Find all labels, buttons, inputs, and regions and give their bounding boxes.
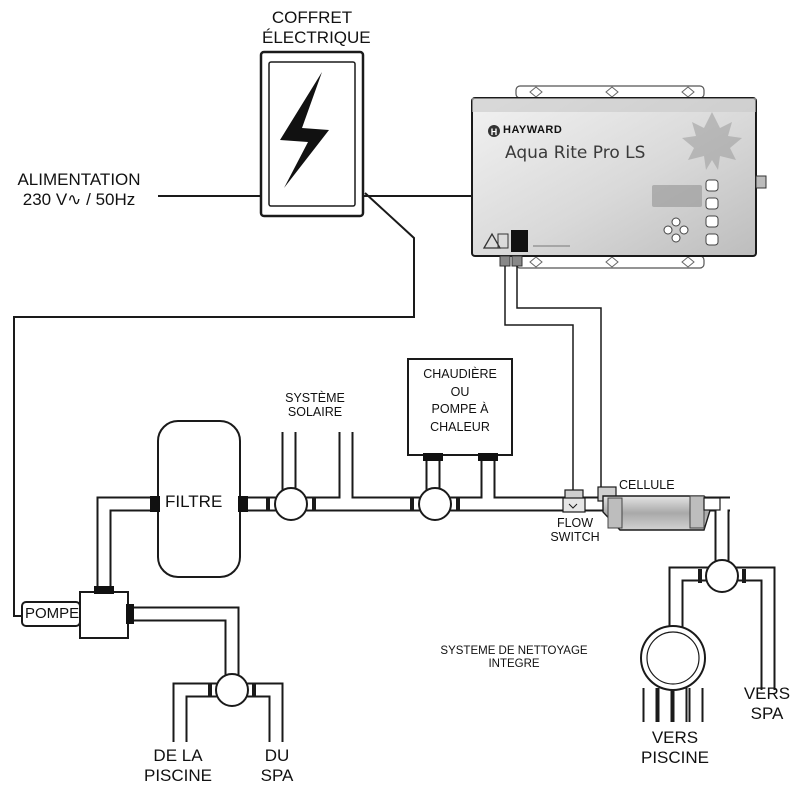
heater-valve bbox=[418, 487, 452, 521]
cleaning-system-label: SYSTEME DE NETTOYAGE INTEGRE bbox=[440, 645, 588, 671]
valves bbox=[215, 487, 739, 707]
heater-box bbox=[407, 358, 513, 461]
flow-switch-label: FLOW SWITCH bbox=[550, 516, 600, 545]
controller-unit: H bbox=[471, 85, 767, 269]
electrical-wires bbox=[13, 192, 472, 617]
svg-text:H: H bbox=[491, 127, 498, 137]
flow-switch bbox=[562, 489, 586, 513]
hayward-logo-icon bbox=[488, 125, 500, 137]
to-pool-label: VERS PISCINE bbox=[640, 728, 710, 767]
cell-label: CELLULE bbox=[619, 478, 675, 492]
electrolysis-cell bbox=[597, 486, 721, 531]
electrical-box-label: COFFRET ÉLECTRIQUE bbox=[262, 8, 371, 47]
heater-label: CHAUDIÈRE OU POMPE À CHALEUR bbox=[423, 367, 497, 434]
pump bbox=[21, 586, 134, 639]
controller-model: Aqua Rite Pro LS bbox=[505, 143, 646, 163]
warning-icon bbox=[482, 232, 502, 249]
solar-valve bbox=[274, 487, 308, 521]
from-spa-label: DU SPA bbox=[260, 746, 294, 785]
cleaning-system bbox=[640, 625, 706, 691]
inlet-valve bbox=[215, 673, 249, 707]
lightning-bolt-icon bbox=[280, 72, 329, 188]
controller-cables bbox=[504, 266, 602, 490]
controller-brand: HAYWARD bbox=[503, 124, 563, 136]
power-switch bbox=[511, 230, 528, 252]
filter-label: FILTRE bbox=[165, 492, 223, 511]
box-to-pump-wire bbox=[13, 192, 415, 617]
electrical-box bbox=[259, 50, 365, 218]
pump-label: POMPE bbox=[25, 605, 80, 622]
power-supply-label: ALIMENTATION 230 V∿ / 50Hz bbox=[17, 170, 141, 209]
return-valve bbox=[705, 559, 739, 593]
solar-label: SYSTÈME SOLAIRE bbox=[285, 391, 345, 420]
filter-tank bbox=[150, 420, 248, 578]
from-pool-label: DE LA PISCINE bbox=[143, 746, 213, 785]
pipes bbox=[96, 430, 776, 744]
valve-flanges bbox=[208, 497, 746, 697]
to-spa-label: VERS SPA bbox=[743, 684, 791, 723]
maple-leaf-icon bbox=[682, 112, 742, 170]
